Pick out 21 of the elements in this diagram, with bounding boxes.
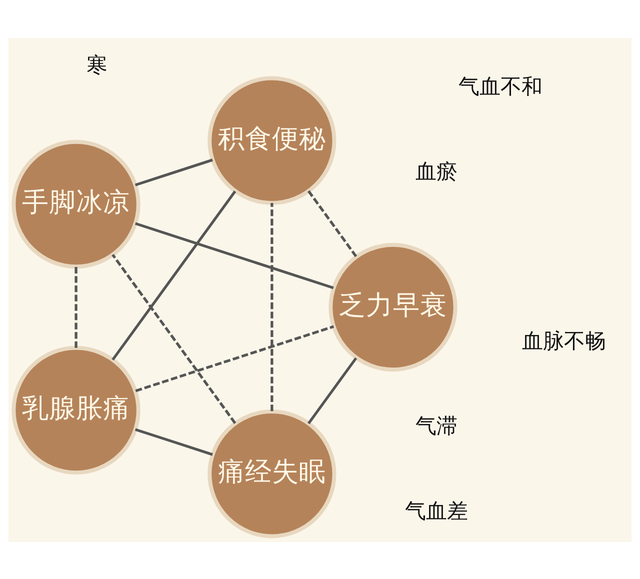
node-circle: 积食便秘	[208, 76, 336, 204]
connector	[112, 190, 236, 360]
label: 气血不和	[458, 74, 542, 99]
connector	[135, 324, 334, 392]
label: 气滞	[416, 413, 458, 438]
node-circle: 痛经失眠	[208, 409, 336, 538]
connector	[74, 266, 78, 348]
connector	[134, 222, 334, 289]
connector	[270, 202, 274, 411]
label: 血脉不畅	[522, 328, 606, 354]
connector	[134, 158, 213, 186]
label: 血瘀	[416, 158, 458, 184]
connector	[308, 356, 358, 424]
connector	[308, 190, 358, 257]
connector	[134, 428, 213, 456]
node-circle: 乳腺胀痛	[12, 345, 140, 474]
node-circle: 乏力早衰	[328, 242, 458, 372]
node-circle: 手脚冰凉	[12, 139, 140, 268]
connector	[112, 253, 236, 424]
label: 寒	[86, 52, 108, 78]
label: 气血差	[405, 498, 468, 524]
